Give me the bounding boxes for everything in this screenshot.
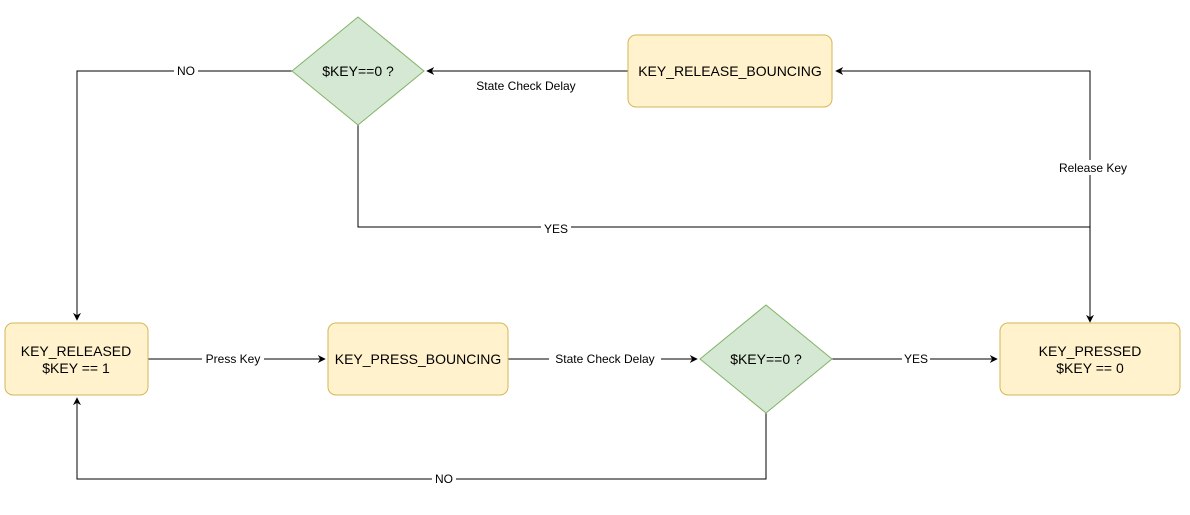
edge-no-bottom [73,397,767,480]
label-no-top: NO [177,64,195,78]
node-decision-release: $KEY==0 ? [291,16,425,126]
label-release-key: Release Key [1059,161,1127,175]
edge-yes-top [357,125,1090,228]
label-press-key: Press Key [206,352,261,366]
node-key-released-line1: KEY_RELEASED [21,343,132,359]
node-key-pressed-line1: KEY_PRESSED [1039,343,1142,359]
node-key-press-bouncing-label: KEY_PRESS_BOUNCING [335,351,502,367]
label-state-check-delay-top: State Check Delay [476,79,575,93]
node-key-pressed-line2: $KEY == 0 [1056,360,1124,376]
edge-release-key [835,67,1094,323]
label-no-bottom: NO [435,472,453,486]
edge-no-top [73,70,292,321]
node-key-pressed: KEY_PRESSED $KEY == 0 [999,322,1181,396]
node-key-released-line2: $KEY == 1 [42,360,110,376]
node-key-released: KEY_RELEASED $KEY == 1 [4,322,149,396]
label-yes-top: YES [544,222,568,236]
node-key-release-bouncing-label: KEY_RELEASE_BOUNCING [638,63,822,79]
node-decision-release-label: $KEY==0 ? [322,63,394,79]
label-state-check-delay-bottom: State Check Delay [555,352,654,366]
node-key-release-bouncing: KEY_RELEASE_BOUNCING [627,34,833,108]
node-decision-press-label: $KEY==0 ? [730,351,802,367]
node-key-press-bouncing: KEY_PRESS_BOUNCING [327,322,509,396]
node-decision-press: $KEY==0 ? [699,304,833,414]
label-yes-bottom: YES [904,352,928,366]
